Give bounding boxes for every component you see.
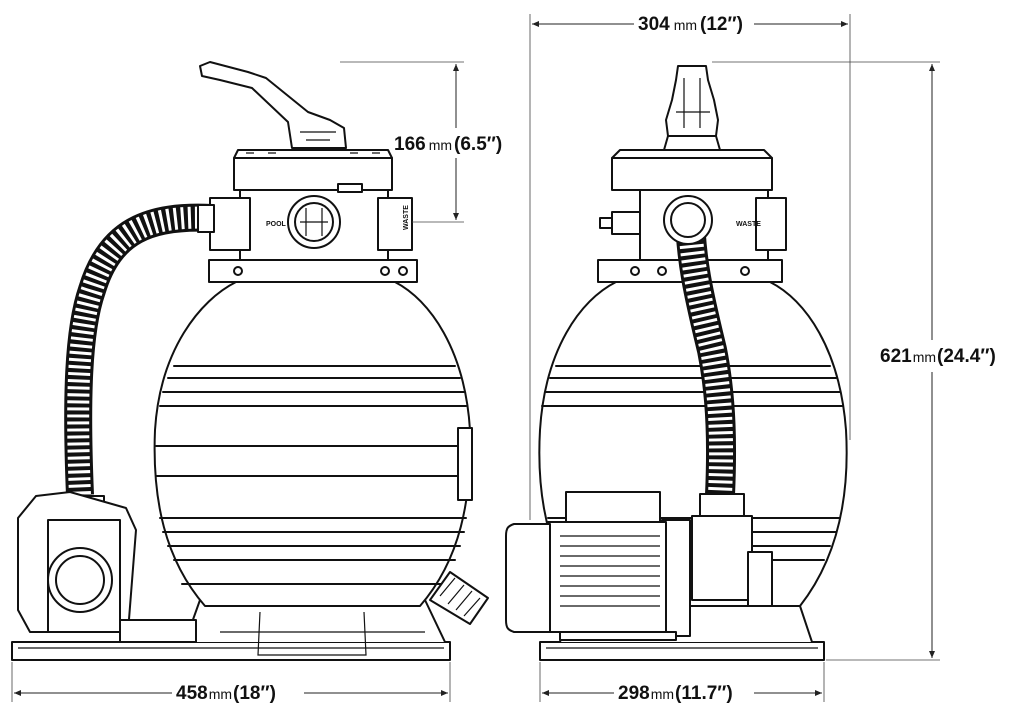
side-gauge-stub (611, 211, 641, 235)
side-base-plate (539, 641, 825, 661)
front-valve-port-right (377, 197, 413, 251)
front-hose (64, 203, 215, 496)
front-tank-label-plate (457, 427, 473, 501)
side-hose (663, 195, 737, 496)
front-pool-port-label: POOL (266, 221, 287, 228)
front-valve-handle (199, 61, 347, 149)
side-view: WASTE (505, 65, 848, 661)
front-tank-bands (155, 365, 471, 585)
side-valve-cap (611, 157, 773, 191)
front-view: POOL WASTE (11, 61, 489, 661)
side-pump (505, 491, 773, 641)
dimension-lines (11, 14, 940, 702)
front-valve-port-left (209, 197, 251, 251)
front-tank-body (153, 281, 472, 607)
front-pressure-gauge (337, 183, 363, 193)
front-valve-cap (233, 157, 393, 191)
front-base-plate (11, 641, 451, 661)
dim-base-side-label: 298mm(11.7″) (618, 683, 733, 704)
dim-total-height-label: 621mm(24.4″) (880, 346, 996, 367)
front-waste-port-label: WASTE (403, 205, 410, 230)
side-valve-handle (665, 65, 719, 137)
front-drain-plug (429, 571, 489, 625)
side-waste-port-label: WASTE (736, 221, 761, 228)
dim-base-front-label: 458mm(18″) (176, 683, 276, 704)
front-pump (17, 491, 197, 643)
